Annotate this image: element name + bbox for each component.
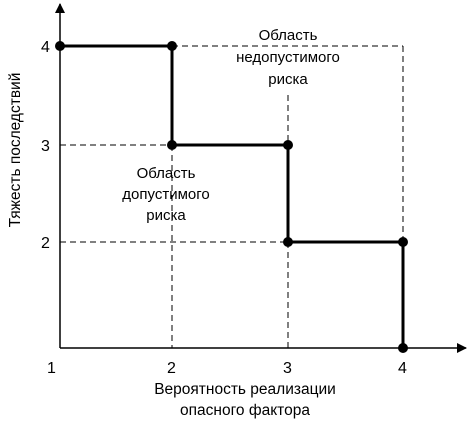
boundary-point-2 <box>167 41 177 51</box>
y-tick-4: 4 <box>41 39 50 56</box>
boundary-point-3 <box>167 140 177 150</box>
region-acceptable-line-3: риска <box>146 207 186 224</box>
x-axis-title-line-1: Вероятность реализации <box>154 381 336 398</box>
region-unacceptable-line-1: Область <box>259 27 318 44</box>
y-tick-3: 3 <box>41 138 50 155</box>
region-acceptable-label: Область допустимого риска <box>122 165 209 224</box>
x-axis-title-line-2: опасного фактора <box>180 402 310 419</box>
region-acceptable-line-1: Область <box>137 165 196 182</box>
boundary-point-5 <box>283 237 293 247</box>
boundary-point-4 <box>283 140 293 150</box>
x-tick-1: 1 <box>47 360 56 377</box>
boundary-point-7 <box>398 343 408 353</box>
region-unacceptable-line-2: недопустимого <box>236 49 340 66</box>
x-axis-title: Вероятность реализации опасного фактора <box>154 381 336 419</box>
x-tick-2: 2 <box>167 360 176 377</box>
grid-lines <box>60 45 404 348</box>
region-unacceptable-label: Область недопустимого риска <box>236 27 340 88</box>
risk-boundary-line <box>60 44 405 348</box>
boundary-point-1 <box>55 41 65 51</box>
x-tick-3: 3 <box>283 360 292 377</box>
x-tick-4: 4 <box>398 360 407 377</box>
region-unacceptable-line-3: риска <box>268 71 308 88</box>
y-tick-2: 2 <box>41 235 50 252</box>
y-axis-title: Тяжесть последствий <box>7 73 24 228</box>
region-acceptable-line-2: допустимого <box>122 186 209 203</box>
boundary-points <box>55 41 408 353</box>
boundary-point-6 <box>398 237 408 247</box>
